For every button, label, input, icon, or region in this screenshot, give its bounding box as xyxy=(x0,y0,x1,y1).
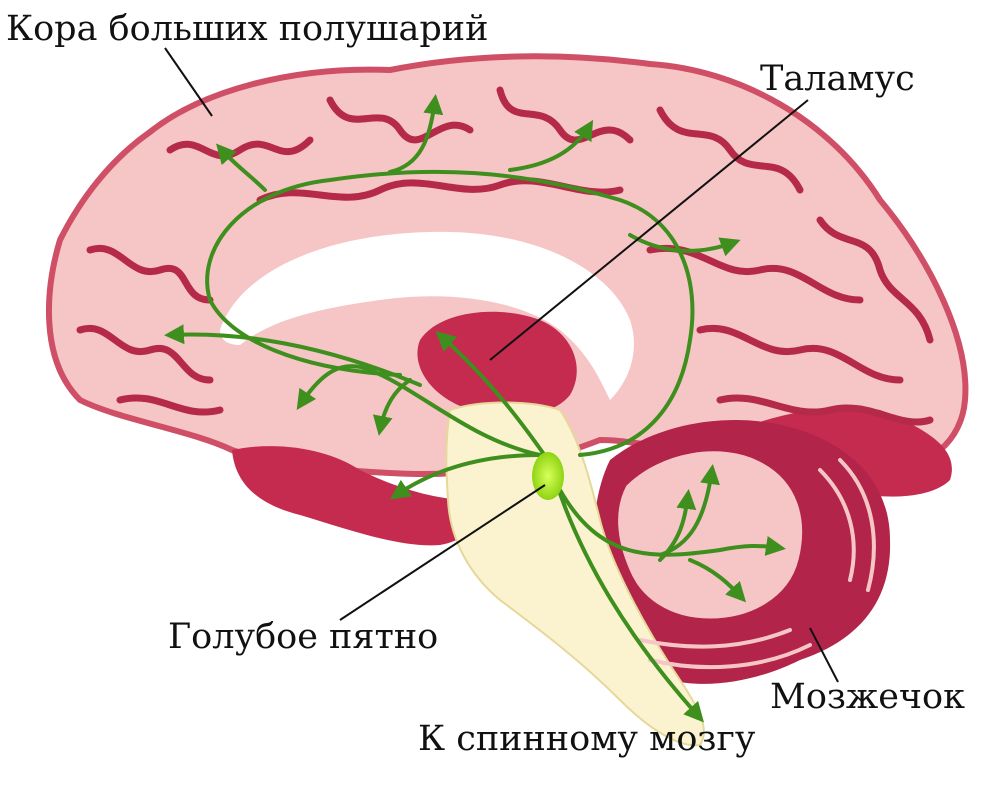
pathway-cingulate xyxy=(205,169,695,457)
cerebellar-folia xyxy=(638,458,876,670)
leader-lines xyxy=(164,47,839,683)
label-thalamus: Таламус xyxy=(760,59,915,99)
pathway-temporal xyxy=(390,453,542,500)
label-locus-coeruleus: Голубое пятно xyxy=(168,617,439,657)
pathway-posterior xyxy=(628,233,741,257)
cerebellum-arbor-vitae xyxy=(615,448,806,622)
locus-coeruleus-spot xyxy=(532,452,564,500)
noradrenergic-pathways xyxy=(164,94,786,723)
leader-thalamus xyxy=(489,99,809,361)
pathway-top-1 xyxy=(388,94,444,174)
pathway-cerebellum-3 xyxy=(658,489,697,562)
pathway-cerebellum-1 xyxy=(558,488,786,557)
pathway-thalamus xyxy=(435,330,550,462)
pathway-medial-down xyxy=(372,378,412,436)
pathway-front-top xyxy=(216,143,267,192)
leader-cortex xyxy=(164,47,213,117)
leader-cerebellum xyxy=(809,627,839,683)
temporal-lobe xyxy=(232,446,474,546)
label-cerebellum: Мозжечок xyxy=(770,677,965,717)
pathway-frontal-low xyxy=(296,364,542,457)
pathway-spinal xyxy=(550,468,705,723)
pathway-cerebellum-4 xyxy=(688,558,747,603)
brainstem xyxy=(445,401,705,747)
thalamus-region xyxy=(417,311,577,416)
label-cortex: Кора больших полушарий xyxy=(6,9,489,49)
corpus-callosum xyxy=(220,231,634,400)
leader-locus xyxy=(339,484,546,621)
label-spinal-cord: К спинному мозгу xyxy=(418,719,756,759)
pathway-top-2 xyxy=(508,119,594,172)
